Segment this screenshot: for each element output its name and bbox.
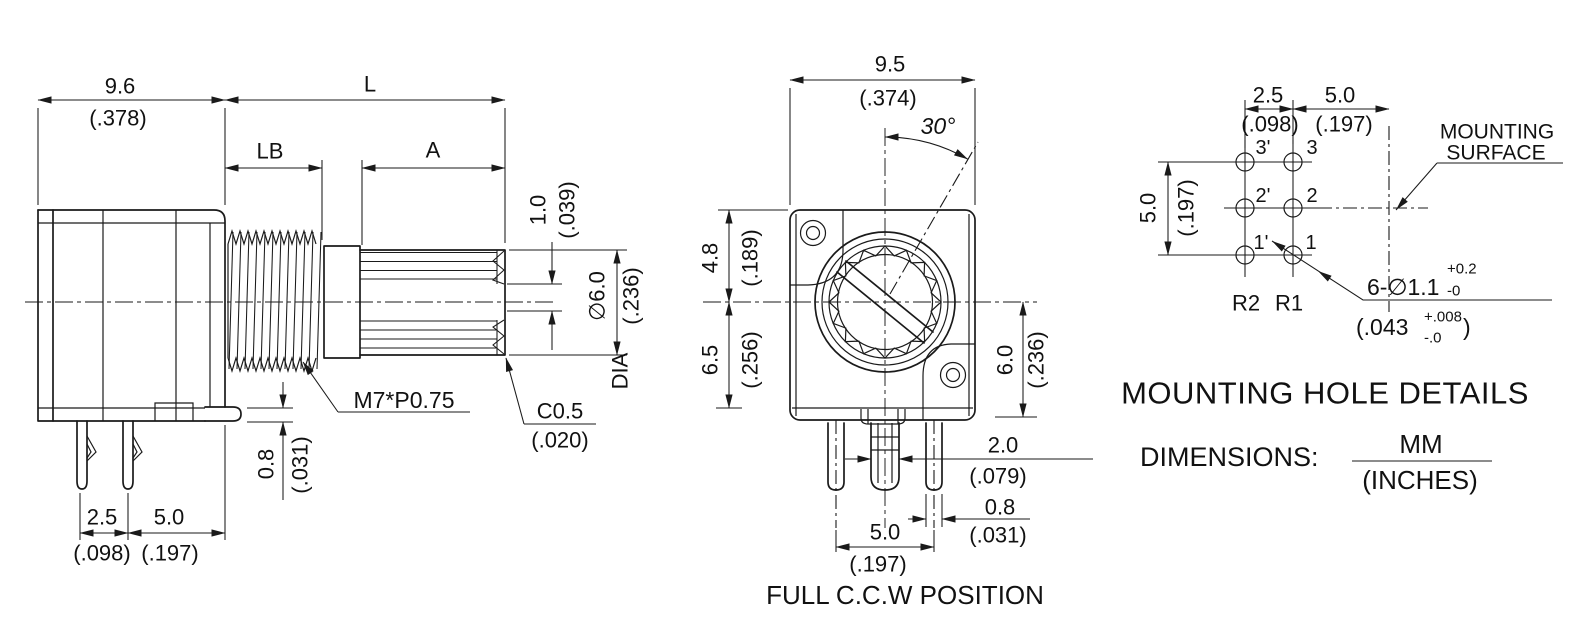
side-thread-spec: M7*P0.75 — [353, 387, 454, 413]
front-dim-center-bottom-in: (.236) — [1024, 331, 1049, 388]
hole-spec-mm-tol-plus: +0.2 — [1447, 261, 1477, 278]
front-dim-angle: 30° — [921, 113, 956, 139]
hole-spec-in-tol-minus: -.0 — [1424, 330, 1442, 347]
knurl-teeth — [828, 245, 942, 359]
side-dim-pitch2-in: (.197) — [141, 541, 198, 566]
mounting-title: MOUNTING HOLE DETAILS — [1121, 376, 1529, 411]
hole-spec-mm: 6-∅1.1 — [1367, 274, 1439, 300]
mounting-surface-label-line2: SURFACE — [1446, 142, 1545, 165]
shaft-section — [359, 249, 506, 356]
side-pin-1 — [76, 420, 88, 490]
front-dim-pinthick-in: (.031) — [969, 523, 1026, 548]
side-dim-standoff-in: (.031) — [288, 436, 313, 493]
rotation-30deg-line — [889, 141, 979, 295]
front-ear-hole-bottom — [939, 361, 967, 389]
side-dim-LB: LB — [257, 139, 284, 164]
side-dim-pitch2-mm: 5.0 — [154, 505, 185, 530]
units-inches: (INCHES) — [1362, 465, 1478, 495]
front-dim-pinwidth-in: (.079) — [969, 464, 1026, 489]
side-dim-slot-in: (.039) — [555, 181, 580, 238]
front-body — [789, 209, 976, 421]
mounting-holes — [1235, 152, 1303, 265]
mounting-surface-label-line1: MOUNTING — [1440, 121, 1554, 144]
mount-dim-surface-mm: 5.0 — [1325, 83, 1356, 108]
front-dim-center-bottom-mm: 6.0 — [993, 345, 1018, 376]
front-view-drawing: 30° 9.5 (.374) 4.8 (.189) 6.5 (.256) 6.0… — [698, 52, 1093, 610]
mount-dim-rowspan-in: (.197) — [1174, 179, 1199, 236]
units-mm: MM — [1399, 429, 1442, 459]
side-dim-chamfer-in: (.020) — [531, 428, 588, 453]
hole-label-2: 2 — [1306, 185, 1317, 207]
row-label-r1: R1 — [1275, 291, 1303, 316]
row-label-r2: R2 — [1232, 291, 1260, 316]
mount-dim-surface-in: (.197) — [1315, 112, 1372, 137]
hole-spec-in-tol-plus: +.008 — [1424, 309, 1462, 326]
front-dim-pinwidth-mm: 2.0 — [988, 433, 1019, 458]
side-dim-A: A — [426, 138, 441, 163]
hole-spec-in-close: ) — [1463, 314, 1471, 340]
hole-spec-in: (.043 — [1356, 314, 1408, 340]
mount-dim-colpitch-in: (.098) — [1241, 112, 1298, 137]
side-dim-dia-mm: ∅6.0 — [585, 271, 610, 321]
side-view-drawing: 9.6 (.378) L LB A 1.0 (.039) ∅6.0 (.236)… — [25, 72, 644, 566]
hole-spec-mm-tol-minus: -0 — [1447, 283, 1460, 300]
front-view-caption: FULL C.C.W POSITION — [766, 580, 1044, 610]
side-dim-L: L — [364, 72, 376, 97]
hole-label-2p: 2' — [1256, 185, 1271, 207]
mount-dim-colpitch-mm: 2.5 — [1253, 83, 1284, 108]
side-dim-dia-suffix: DIA — [608, 352, 633, 389]
side-dim-width-mm: 9.6 — [105, 74, 136, 99]
side-dim-dia-in: (.236) — [619, 267, 644, 324]
front-dim-width-in: (.374) — [859, 86, 916, 111]
front-dim-pinthick-mm: 0.8 — [985, 495, 1016, 520]
side-dim-width-in: (.378) — [89, 106, 146, 131]
front-ear-hole-top — [799, 219, 827, 247]
side-dim-chamfer-mm: C0.5 — [537, 399, 583, 424]
front-knob — [814, 231, 956, 373]
front-dim-width-mm: 9.5 — [875, 52, 906, 77]
hole-label-1p: 1' — [1254, 232, 1269, 254]
front-dim-pinspan-mm: 5.0 — [870, 520, 901, 545]
front-dim-lower-in: (.256) — [738, 331, 763, 388]
hole-label-3: 3 — [1306, 137, 1317, 159]
side-dim-slot-mm: 1.0 — [526, 195, 551, 226]
side-dim-pitch1-in: (.098) — [73, 541, 130, 566]
side-pin-2 — [122, 420, 134, 490]
front-dim-pinspan-in: (.197) — [849, 552, 906, 577]
front-dim-upper-in: (.189) — [738, 229, 763, 286]
front-dim-lower-mm: 6.5 — [698, 345, 723, 376]
side-dim-pitch1-mm: 2.5 — [87, 505, 118, 530]
hole-label-1: 1 — [1305, 232, 1316, 254]
mounting-view-drawing: 2.5 (.098) 5.0 (.197) 5.0 (.197) 3' 3 2'… — [1121, 83, 1563, 495]
hole-label-3p: 3' — [1256, 137, 1271, 159]
shaft-collar — [323, 245, 361, 359]
side-dim-standoff-mm: 0.8 — [254, 449, 279, 480]
dimensions-label: DIMENSIONS: — [1140, 442, 1319, 472]
front-dim-upper-mm: 4.8 — [698, 243, 723, 274]
thread-section — [227, 228, 322, 374]
knob-slot — [836, 260, 934, 344]
mount-dim-rowspan-mm: 5.0 — [1136, 193, 1161, 224]
front-pins — [827, 420, 943, 528]
